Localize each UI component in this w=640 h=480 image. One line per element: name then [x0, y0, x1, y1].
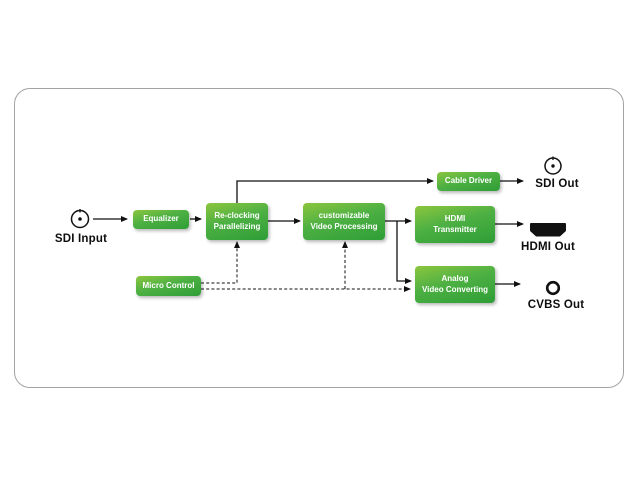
block-video-processing-line1: customizable: [318, 211, 370, 221]
control-lines: [201, 241, 411, 292]
label-hdmi-out: HDMI Out: [521, 241, 575, 253]
block-reclocking-parallelizing: Re-clocking Parallelizing: [206, 203, 268, 240]
block-hdmi-transmitter: HDMI Transmitter: [415, 206, 495, 243]
block-hdmi-transmitter-line1: HDMI: [444, 214, 466, 224]
block-micro-control-label: Micro Control: [142, 280, 195, 290]
rca-connector-icon: [545, 280, 561, 296]
hdmi-connector-icon: [530, 223, 566, 237]
block-video-processing: customizable Video Processing: [303, 203, 385, 240]
wire-branch-to-cabledriver: [236, 178, 434, 203]
block-video-processing-line2: Video Processing: [310, 221, 378, 231]
block-equalizer-label: Equalizer: [143, 214, 179, 224]
ctl-micro-to-reclocking: [201, 241, 240, 284]
bnc-connector-icon-sdi-out: [544, 156, 562, 175]
block-hdmi-transmitter-line2: Transmitter: [433, 224, 477, 234]
block-micro-control: Micro Control: [136, 276, 201, 296]
block-cable-driver-label: Cable Driver: [444, 176, 493, 186]
block-reclocking-line1: Re-clocking: [214, 211, 260, 221]
block-cable-driver: Cable Driver: [437, 172, 500, 191]
block-analog-line2: Video Converting: [421, 284, 489, 294]
label-sdi-out: SDI Out: [535, 178, 579, 190]
wire-branch-to-analog: [396, 221, 412, 284]
bnc-connector-icon-input: [70, 209, 90, 229]
block-equalizer: Equalizer: [133, 210, 189, 229]
signal-lines: [93, 178, 524, 287]
block-reclocking-line2: Parallelizing: [213, 221, 261, 231]
label-sdi-input: SDI Input: [54, 233, 108, 245]
label-cvbs-out: CVBS Out: [527, 299, 585, 311]
block-analog-line1: Analog: [441, 274, 469, 284]
block-analog-video-converting: Analog Video Converting: [415, 266, 495, 303]
